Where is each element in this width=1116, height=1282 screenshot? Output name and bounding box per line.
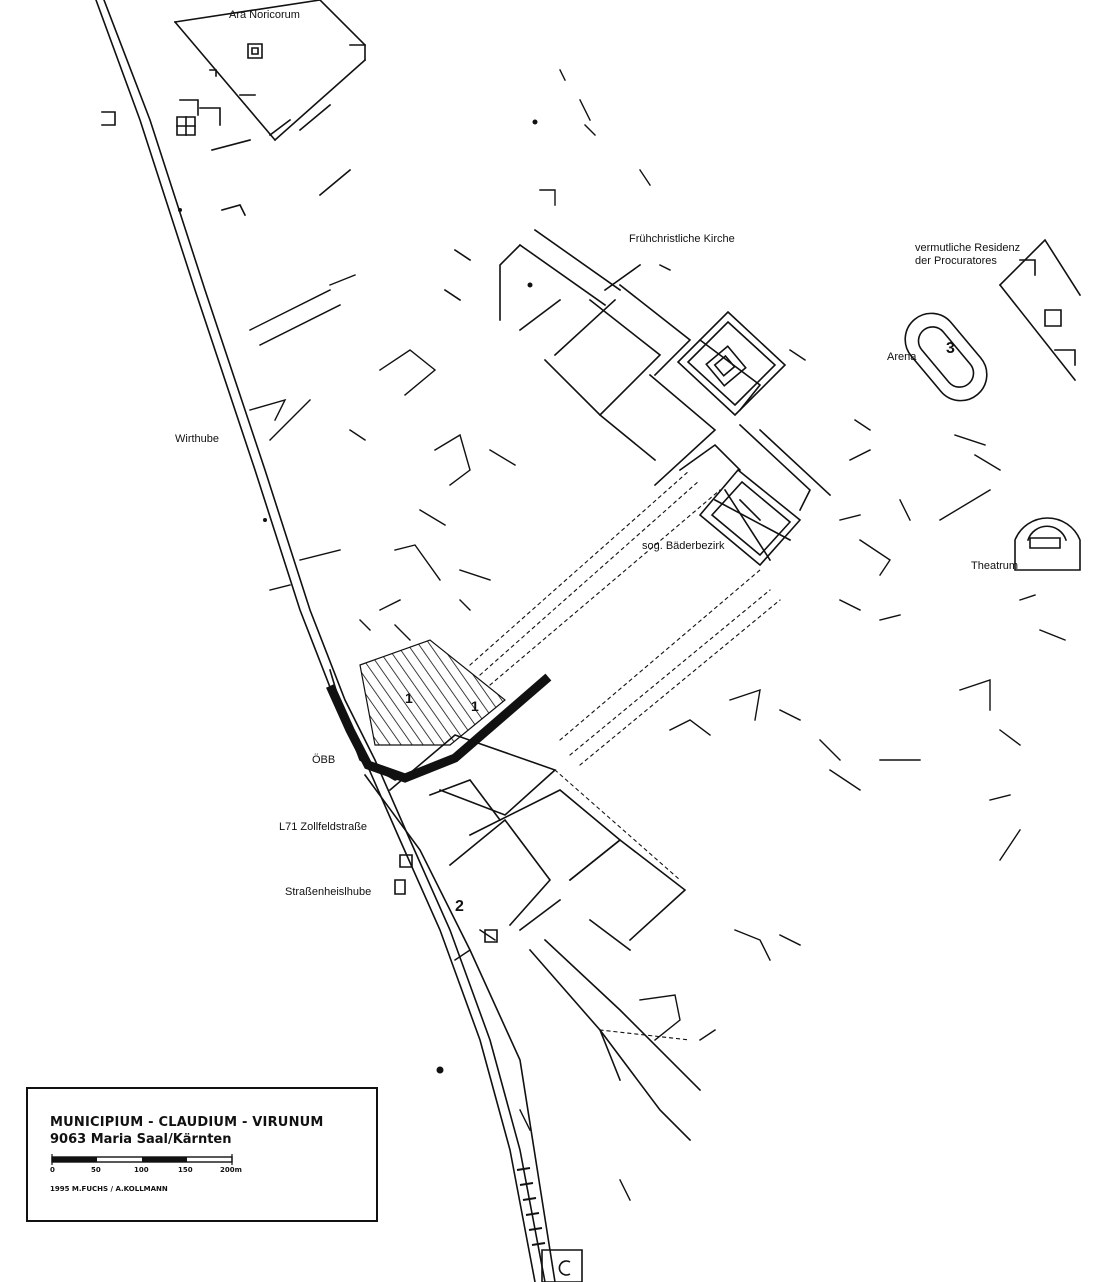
hatched-area xyxy=(360,640,505,745)
rail-ties xyxy=(517,1168,545,1245)
arena-number: 3 xyxy=(946,340,955,357)
town-grid-blocks xyxy=(445,230,760,485)
baths-complex xyxy=(680,425,830,565)
label-fruehchristliche-kirche: Frühchristliche Kirche xyxy=(629,233,735,245)
scale-bar xyxy=(51,1154,233,1165)
site-number-1a: 1 xyxy=(405,690,413,706)
find-spots xyxy=(178,119,538,1074)
scale-tick-100: 100 xyxy=(134,1166,149,1174)
scale-tick-150: 150 xyxy=(178,1166,193,1174)
label-oebb: ÖBB xyxy=(312,754,336,766)
lower-town-blocks xyxy=(390,735,685,950)
legend-credit: 1995 M.FUCHS / A.KOLLMANN xyxy=(50,1185,168,1193)
arena-structure xyxy=(895,303,998,411)
label-residenz-line2: der Procuratores xyxy=(915,255,997,267)
label-zollfeldstrasse: L71 Zollfeldstraße xyxy=(279,821,368,833)
scale-tick-0: 0 xyxy=(50,1166,55,1174)
wall-fragments xyxy=(250,70,1065,1200)
dotted-roads xyxy=(470,470,780,1040)
site-number-2: 2 xyxy=(455,898,464,915)
label-baederbezirk: sog. Bäderbezirk xyxy=(642,540,725,552)
legend-title: MUNICIPIUM - CLAUDIUM - VIRUNUM xyxy=(50,1115,324,1130)
label-ara-noricorum: Ara Noricorum xyxy=(229,9,300,21)
station-building xyxy=(542,1250,582,1282)
ara-noricorum-structure xyxy=(175,0,365,140)
label-theatrum: Theatrum xyxy=(971,560,1019,572)
excavation-strip xyxy=(332,680,545,778)
small-structures-top-left xyxy=(102,100,350,215)
temple-precinct xyxy=(678,312,785,415)
label-residenz-line1: vermutliche Residenz xyxy=(915,242,1021,254)
label-wirthube: Wirthube xyxy=(175,433,220,445)
legend-subtitle: 9063 Maria Saal/Kärnten xyxy=(50,1132,232,1147)
site-number-1b: 1 xyxy=(471,698,479,714)
residenz-building xyxy=(1000,240,1080,380)
scale-tick-50: 50 xyxy=(91,1166,101,1174)
map-legend: MUNICIPIUM - CLAUDIUM - VIRUNUM 9063 Mar… xyxy=(26,1087,378,1222)
theatre-structure xyxy=(1015,518,1080,570)
scale-tick-200m: 200m xyxy=(220,1166,242,1174)
label-strassenheislhube: Straßenheislhube xyxy=(285,886,372,898)
label-arena: Arena xyxy=(887,351,917,363)
